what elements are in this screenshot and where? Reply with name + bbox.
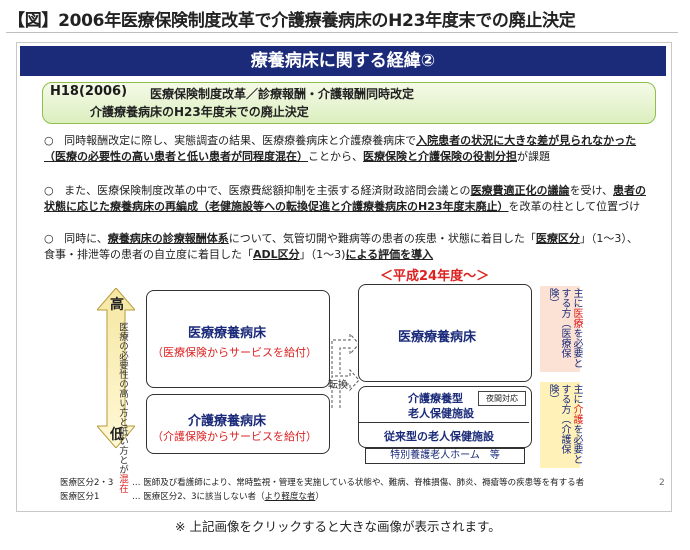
footnote-1-key: 医療区分2・3 xyxy=(60,478,114,488)
side1-text-a: 主に xyxy=(571,288,582,308)
left-top-subtitle: （医療保険からサービスを給付） xyxy=(152,346,317,359)
right-top-title: 医療療養病床 xyxy=(398,330,477,345)
bullet-1-text-a: 同時報酬改定に際し、実態調査の結果、医療療養病床と介護療養病床で xyxy=(64,134,417,147)
footnote-1-text: … 医師及び看護師により、常時監視・管理を実施している状態や、難病、脊椎損傷、肺… xyxy=(132,478,585,488)
title-divider xyxy=(6,32,678,33)
bullet-2-text-a: また、医療保険制度改革の中で、医療費総額抑制を主張する経済財政諮問会議との xyxy=(64,184,471,197)
footnote-2-key: 医療区分1 xyxy=(60,492,100,502)
header-line2: 介護療養病床のH23年度末での廃止決定 xyxy=(90,105,309,119)
bullet-1-emph-a: 入院患者の状況に大きな差が見られなかった（医療の必要性の高い患者と低い患者が同程… xyxy=(44,134,637,163)
header-box xyxy=(42,82,656,124)
bullet-1-text-c: が課題 xyxy=(517,150,550,163)
footnote-2-text-underline: より軽度な者 xyxy=(264,492,316,502)
bullet-3-emph-c: ADL区分 xyxy=(253,248,300,261)
bullet-1-text-b: ことから、 xyxy=(308,150,363,163)
bullet-3-text-b: について、気管切開や難病等の患者の疾患・状態に着目した「 xyxy=(228,232,536,245)
bullet-2-text-c: を改革の柱として位置づけ xyxy=(508,200,641,213)
facility-divider xyxy=(359,422,529,423)
page-title: 【図】2006年医療保険制度改革で介護療養病床のH23年度末での廃止決定 xyxy=(8,11,576,31)
page-number: 2 xyxy=(659,478,665,488)
bullet-3-emph-b: 医療区分 xyxy=(535,232,580,245)
era-label: ＜平成24年度～＞ xyxy=(380,269,490,284)
medical-need-text: 主に医療を必要とする方（医療保険） xyxy=(546,288,582,372)
low-label: 低 xyxy=(110,427,124,443)
mixed-text-a: 医療の必要性の高い方と xyxy=(117,322,128,427)
bullet-1: ○ 同時報酬改定に際し、実態調査の結果、医療療養病床と介護療養病床で入院患者の状… xyxy=(44,133,649,165)
right-bottom-title1: 介護療養型 xyxy=(408,392,463,405)
mixed-text-red: 混在 xyxy=(117,474,128,493)
medical-ward-box-left xyxy=(146,290,330,388)
side1-text-red: 医療 xyxy=(571,308,582,328)
bullet-3-emph-d: による評価を導入 xyxy=(345,248,434,261)
click-caption: ※ 上記画像をクリックすると大きな画像が表示されます。 xyxy=(175,519,501,534)
nursing-home-box: 特別養護老人ホーム 等 xyxy=(365,448,525,464)
high-label: 高 xyxy=(110,297,124,313)
care-need-panel: 主に介護を必要とする方（介護保険） xyxy=(540,382,582,468)
footnote-2-text-pre: … 医療区分2、3に該当しない者（ xyxy=(132,492,265,502)
bullet-2-text-b: を受け、 xyxy=(569,184,614,197)
mixed-text-b: 低い方とが xyxy=(117,426,128,475)
header-year: H18(2006) xyxy=(50,84,128,99)
side2-text-b: を必要とする方（介護保険） xyxy=(547,384,582,464)
right-bottom-title2: 老人保健施設 xyxy=(408,407,474,420)
right-bottom-title3: 従来型の老人保健施設 xyxy=(384,430,494,443)
mixed-patients-label: 医療の必要性の高い方と低い方とが混在 xyxy=(115,322,128,493)
side2-text-a: 主に xyxy=(571,384,582,404)
slide-banner: 療養病床に関する経緯② xyxy=(20,46,666,76)
left-bottom-subtitle: （介護保険からサービスを給付） xyxy=(152,430,317,443)
footnote-2: 医療区分1 … 医療区分2、3に該当しない者（より軽度な者） xyxy=(60,490,324,502)
left-top-title: 医療療養病床 xyxy=(188,326,267,341)
bullet-3-text-a: 同時に、 xyxy=(64,232,108,245)
convert-label: 転換 xyxy=(328,380,348,391)
double-arrow-icon xyxy=(97,288,135,448)
side1-text-b: を必要とする方（医療保険） xyxy=(547,288,582,368)
circle-bullet-icon: ○ xyxy=(44,232,54,245)
circle-bullet-icon: ○ xyxy=(44,184,54,197)
medical-ward-box-right xyxy=(358,284,532,382)
footnote-1: 医療区分2・3 … 医師及び看護師により、常時監視・管理を実施している状態や、難病… xyxy=(60,476,584,488)
bullet-3-text-c: 」（1～3）、 食事・排泄等の患者の自立度に着目した「 xyxy=(44,232,638,261)
bullet-1-emph-b: 医療保険と介護保険の役割分担 xyxy=(363,150,517,163)
care-need-text: 主に介護を必要とする方（介護保険） xyxy=(546,384,582,468)
bullet-3: ○ 同時に、療養病床の診療報酬体系について、気管切開や難病等の患者の疾患・状態に… xyxy=(44,231,649,263)
bullet-2: ○ また、医療保険制度改革の中で、医療費総額抑制を主張する経済財政諮問会議との医… xyxy=(44,183,649,215)
bullet-3-emph-a: 療養病床の診療報酬体系 xyxy=(107,232,229,245)
header-line1: 医療保険制度改革／診療報酬・介護報酬同時改定 xyxy=(150,87,415,101)
bullet-2-emph-b: 患者の状態に応じた療養病床の再編成（老健施設等への転換促進と介護療養病床のH23… xyxy=(44,184,647,213)
bullet-2-emph-a: 医療費適正化の議論 xyxy=(470,184,570,197)
circle-bullet-icon: ○ xyxy=(44,134,54,147)
side2-text-red: 介護 xyxy=(571,404,582,424)
care-ward-box-left xyxy=(146,394,330,454)
night-badge: 夜間対応 xyxy=(478,391,526,406)
bullet-3-text-d: 」（1～3) xyxy=(299,248,346,261)
convert-arrow-icon xyxy=(331,332,360,408)
left-bottom-title: 介護療養病床 xyxy=(188,414,267,429)
medical-need-panel: 主に医療を必要とする方（医療保険） xyxy=(540,286,582,372)
footnote-2-text-post: ） xyxy=(315,492,324,502)
